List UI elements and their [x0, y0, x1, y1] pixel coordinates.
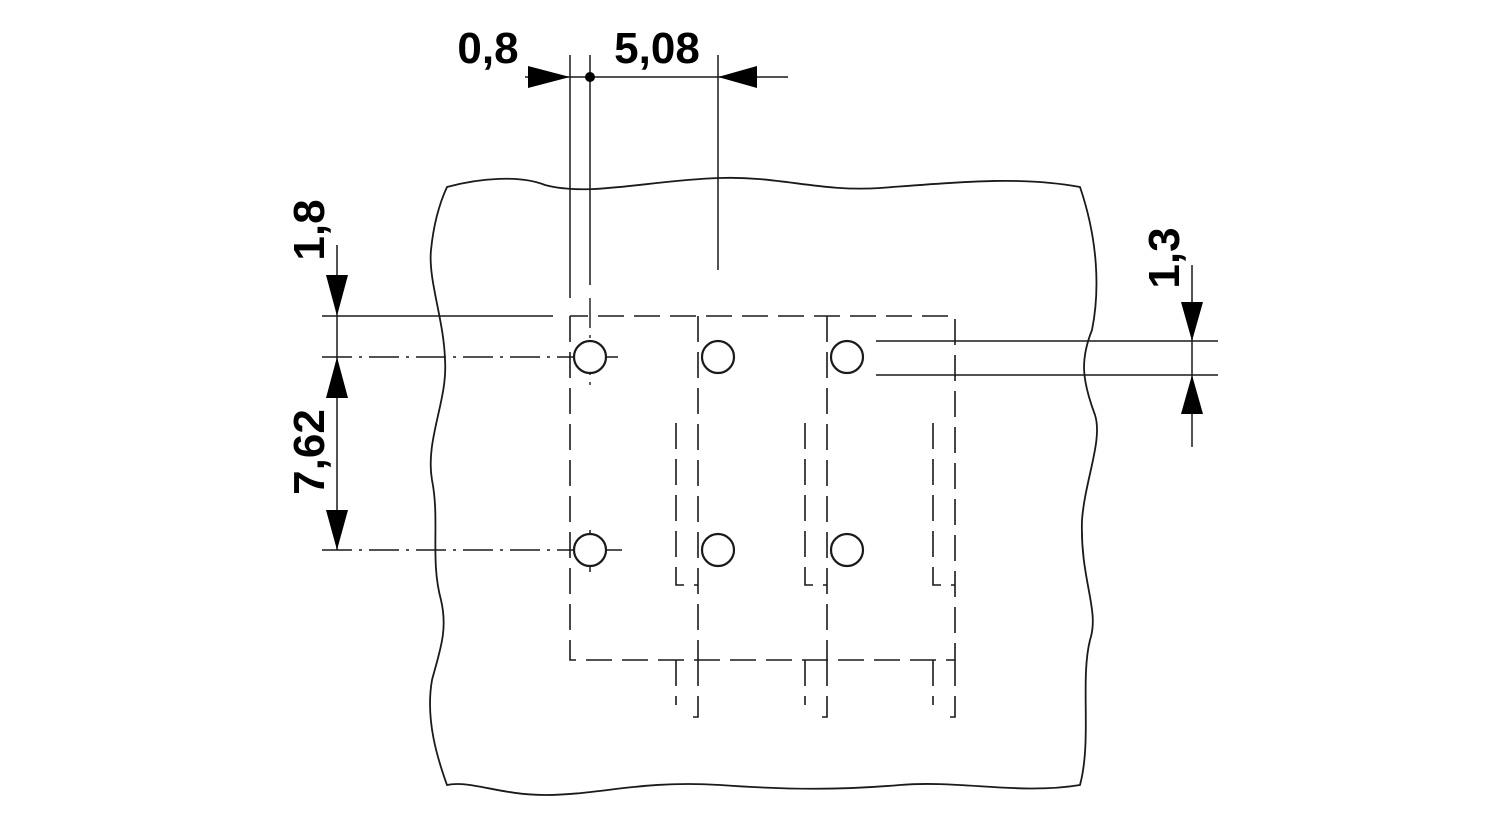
drill-hole-2	[700, 339, 736, 375]
arrow-right-2	[1181, 375, 1203, 414]
arrow-top-left	[528, 66, 570, 88]
drill-hole-4	[572, 532, 608, 568]
drill-hole-6	[829, 532, 865, 568]
arrow-left-2	[326, 357, 348, 398]
dim-label-hole-diameter: 1,3	[1140, 227, 1189, 288]
drill-hole-1	[572, 339, 608, 375]
dim-label-edge-offset: 1,8	[285, 199, 334, 260]
arrow-top-right	[718, 66, 757, 88]
drill-hole-5	[700, 532, 736, 568]
arrow-left-3	[326, 510, 348, 550]
dim-label-row-pitch: 7,62	[285, 409, 334, 495]
arrow-right-1	[1181, 302, 1203, 341]
dim-label-pin-offset: 0,8	[457, 24, 518, 73]
drill-hole-3	[829, 339, 865, 375]
arrow-left-1	[326, 275, 348, 316]
dim-origin-dot	[585, 72, 595, 82]
dim-label-pitch: 5,08	[614, 24, 700, 73]
pcb-outline	[429, 176, 1098, 796]
component-footprint	[569, 315, 956, 718]
